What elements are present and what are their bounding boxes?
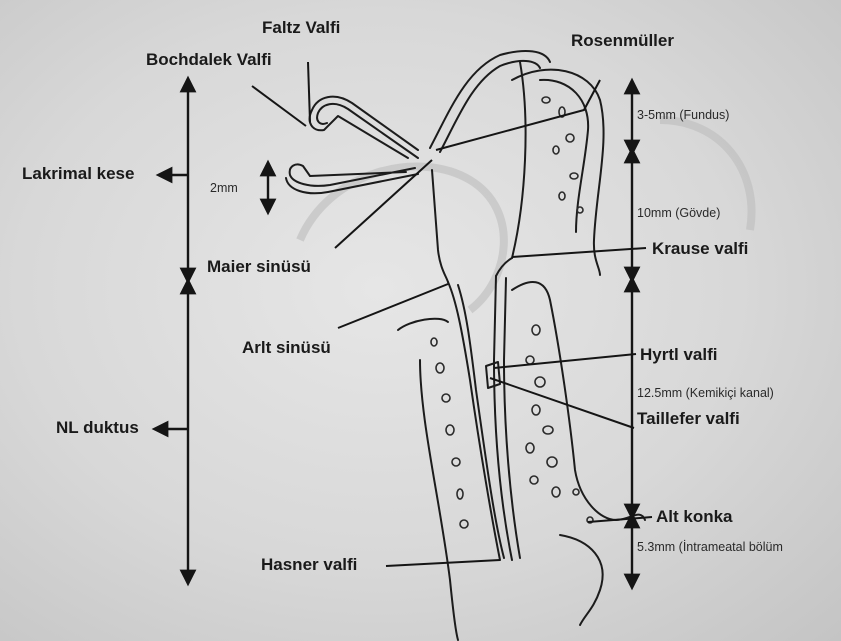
leader-krause	[512, 248, 646, 257]
duct-outline	[286, 51, 645, 640]
leader-faltz	[308, 62, 310, 122]
label-alt-konka: Alt konka	[656, 507, 733, 527]
label-hyrtl: Hyrtl valfi	[640, 345, 717, 365]
label-faltz: Faltz Valfi	[262, 18, 340, 38]
leader-bochdalek	[252, 86, 306, 126]
bone-texture	[431, 97, 593, 528]
leader-alt-konka	[588, 517, 652, 522]
leader-hyrtl	[494, 354, 636, 368]
label-maier: Maier sinüsü	[207, 257, 311, 277]
measure-fundus: 3-5mm (Fundus)	[637, 108, 729, 122]
label-nl-duktus: NL duktus	[56, 418, 139, 438]
measure-govde: 10mm (Gövde)	[637, 206, 720, 220]
leader-lines	[252, 62, 652, 566]
measure-canaliculus: 2mm	[210, 181, 238, 195]
measure-kemik: 12.5mm (Kemikiçi kanal)	[637, 386, 774, 400]
label-hasner: Hasner valfi	[261, 555, 357, 575]
leader-taillefer	[490, 378, 634, 428]
leader-arlt	[338, 284, 448, 328]
measure-intrameatal: 5.3mm (İntrameatal bölüm	[637, 540, 783, 554]
label-lakrimal: Lakrimal kese	[22, 164, 134, 184]
label-taillefer: Taillefer valfi	[637, 409, 740, 429]
label-arlt: Arlt sinüsü	[242, 338, 331, 358]
label-bochdalek: Bochdalek Valfi	[146, 50, 272, 70]
label-krause: Krause valfi	[652, 239, 748, 259]
leader-hasner	[386, 560, 500, 566]
measurement-arrows	[160, 84, 632, 582]
label-rosenmuller: Rosenmüller	[571, 31, 674, 51]
